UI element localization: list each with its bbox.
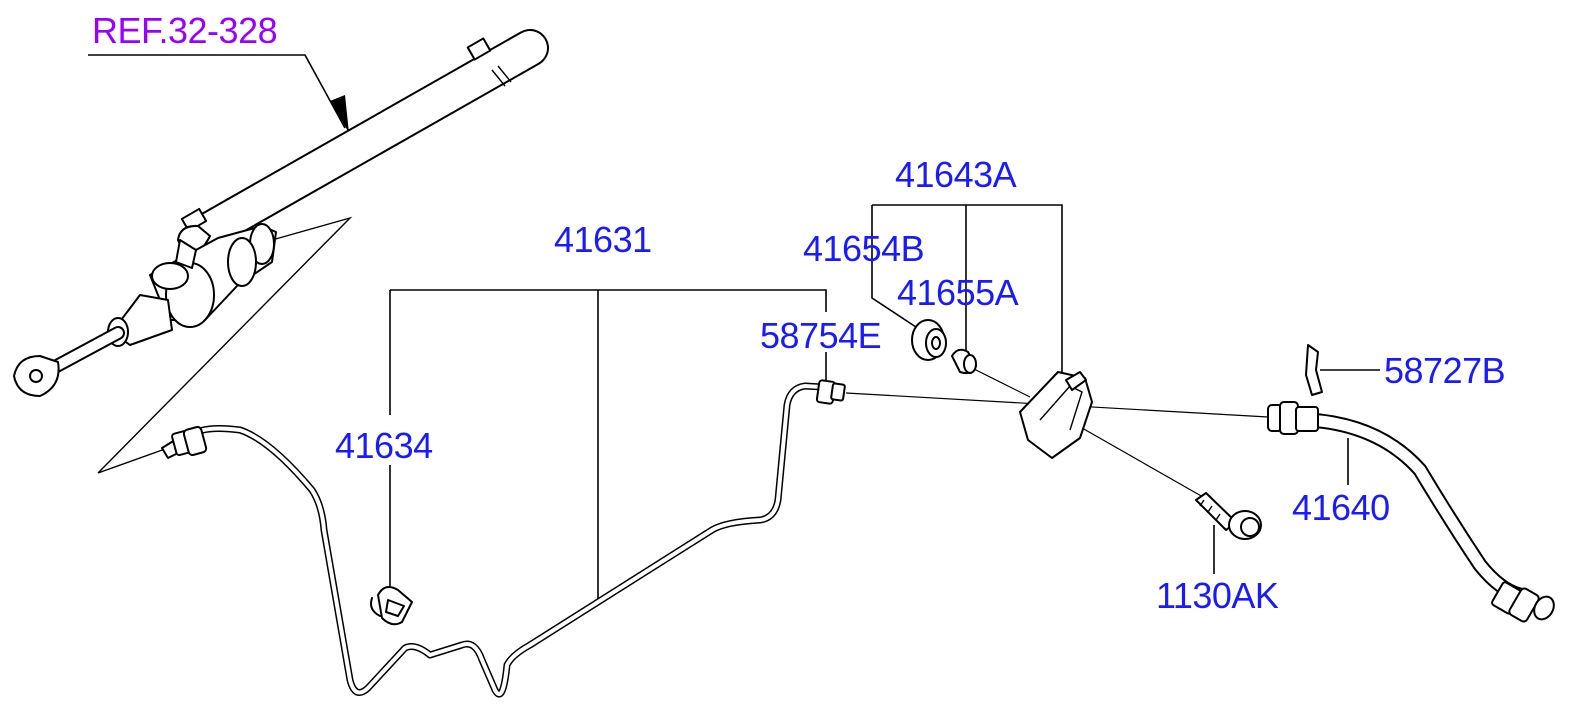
part-label-41634[interactable]: 41634 [335, 425, 433, 466]
ref-label[interactable]: REF.32-328 [92, 10, 278, 51]
part-label-1130AK[interactable]: 1130AK [1156, 575, 1279, 616]
reservoir-hose [177, 29, 549, 257]
clutch-pipe [161, 379, 846, 698]
hose-bracket [1019, 371, 1093, 459]
part-label-41655A[interactable]: 41655A [897, 272, 1019, 313]
part-label-58727B[interactable]: 58727B [1384, 350, 1506, 391]
labels: REF.32-328 41643A 41631 41654B 41655A 58… [92, 10, 1506, 616]
flange-bolt [1195, 492, 1262, 540]
clutch-master-cylinder [13, 223, 277, 397]
part-label-41631[interactable]: 41631 [554, 219, 652, 260]
pipe-clip [370, 585, 413, 626]
grommet [911, 319, 947, 361]
collar [951, 348, 977, 375]
flexible-hose [1267, 401, 1555, 623]
part-label-41643A[interactable]: 41643A [895, 154, 1017, 195]
leader-lines [88, 54, 1380, 600]
hose-clip [1305, 344, 1323, 396]
part-label-41640[interactable]: 41640 [1292, 487, 1390, 528]
part-label-41654B[interactable]: 41654B [803, 228, 925, 269]
part-label-58754E[interactable]: 58754E [760, 315, 882, 356]
